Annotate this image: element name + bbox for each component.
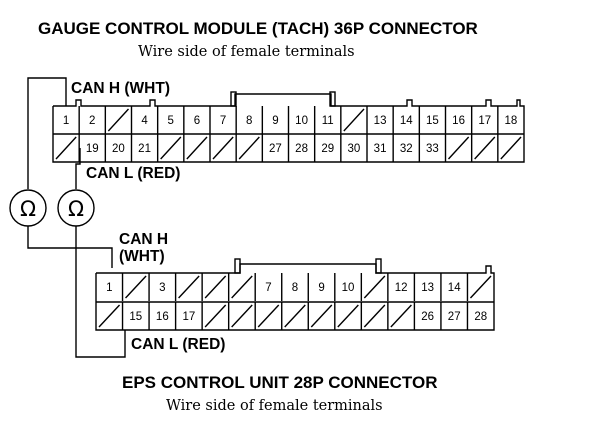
bottom-pin-7: 7 (265, 282, 271, 294)
top-pin-4: 4 (141, 115, 148, 127)
top-pin-13: 13 (374, 115, 387, 127)
top-connector-cells: 1 2 4 5 6 7 8 9 10 11 13 14 15 16 17 18 19 20 21 27 28 29 30 31… (55, 106, 522, 162)
top-pin-33: 33 (426, 143, 439, 155)
empty-cavity-slash (447, 136, 470, 160)
top-pin-14: 14 (400, 115, 413, 127)
bottom-connector-subtitle: Wire side of female terminals (166, 398, 383, 414)
top-pin-28: 28 (295, 143, 308, 155)
bottom-connector-title: EPS CONTROL UNIT 28P CONNECTOR (122, 373, 438, 392)
bottom-pin-14: 14 (448, 282, 461, 294)
empty-cavity-slash (363, 304, 386, 328)
top-pin-8: 8 (246, 115, 252, 127)
empty-cavity-slash (212, 136, 234, 160)
top-connector: 1 2 4 5 6 7 8 9 10 11 13 14 15 16 17 18 19 20 21 27 28 29 30 31… (52, 91, 525, 163)
top-pin-6: 6 (194, 115, 200, 127)
empty-cavity-slash (257, 304, 280, 328)
top-pin-29: 29 (321, 143, 334, 155)
empty-cavity-slash (310, 304, 333, 328)
empty-cavity-slash (55, 136, 77, 160)
ohmmeter-left: Ω (9, 189, 47, 227)
top-pin-11: 11 (322, 115, 334, 127)
top-pin-32: 32 (400, 143, 413, 155)
ohmmeter-icon (9, 189, 47, 227)
can-h-wire-bottom (27, 226, 113, 268)
empty-cavity-slash (160, 136, 182, 160)
bottom-pin-10: 10 (342, 282, 355, 294)
top-pin-27: 27 (269, 143, 282, 155)
wiring (27, 77, 126, 358)
empty-cavity-slash (343, 108, 365, 132)
bottom-pin-8: 8 (292, 282, 298, 294)
empty-cavity-slash (238, 136, 260, 160)
top-pin-19: 19 (86, 143, 99, 155)
ohmmeter-icon (57, 189, 95, 227)
empty-cavity-slash (107, 108, 130, 132)
top-pin-15: 15 (426, 115, 439, 127)
empty-cavity-slash (500, 136, 522, 160)
top-pin-2: 2 (89, 115, 95, 127)
empty-cavity-slash (204, 275, 227, 299)
bottom-pin-1: 1 (106, 282, 112, 294)
bottom-can-l-label: CAN L (RED) (131, 336, 225, 353)
top-connector-subtitle: Wire side of female terminals (138, 44, 355, 60)
top-pin-17: 17 (478, 115, 491, 127)
empty-cavity-slash (98, 304, 121, 328)
top-pin-9: 9 (272, 115, 278, 127)
top-pin-10: 10 (295, 115, 308, 127)
bottom-can-h-label-color: (WHT) (119, 248, 165, 265)
top-pin-18: 18 (505, 115, 518, 127)
empty-cavity-slash (231, 304, 253, 328)
top-pin-20: 20 (112, 143, 125, 155)
bottom-pin-15: 15 (129, 311, 142, 323)
top-pin-30: 30 (348, 143, 361, 155)
top-pin-7: 7 (220, 115, 226, 127)
can-l-wire-bottom (75, 226, 126, 358)
bottom-pin-3: 3 (159, 282, 165, 294)
bottom-pin-16: 16 (156, 311, 169, 323)
empty-cavity-slash (337, 304, 359, 328)
empty-cavity-slash (231, 275, 253, 299)
ohm-symbol: Ω (68, 197, 84, 221)
top-connector-title: GAUGE CONTROL MODULE (TACH) 36P CONNECTO… (38, 19, 478, 38)
empty-cavity-slash (186, 136, 208, 160)
can-h-wire (27, 77, 67, 189)
empty-cavity-slash (284, 304, 306, 328)
empty-cavity-slash (469, 275, 492, 299)
empty-cavity-slash (474, 136, 496, 160)
bottom-pin-13: 13 (421, 282, 434, 294)
top-pin-31: 31 (374, 143, 387, 155)
bottom-pin-27: 27 (448, 311, 461, 323)
bottom-pin-12: 12 (395, 282, 408, 294)
can-l-wire (75, 148, 81, 189)
bottom-pin-9: 9 (318, 282, 324, 294)
bottom-pin-17: 17 (182, 311, 195, 323)
top-pin-16: 16 (452, 115, 465, 127)
ohm-symbol: Ω (20, 197, 36, 221)
empty-cavity-slash (125, 275, 147, 299)
empty-cavity-slash (204, 304, 227, 328)
top-pin-5: 5 (168, 115, 174, 127)
empty-cavity-slash (390, 304, 412, 328)
bottom-can-h-label: CAN H (119, 231, 168, 248)
top-can-h-label: CAN H (WHT) (71, 80, 170, 97)
top-pin-1: 1 (63, 115, 69, 127)
ohmmeter-right: Ω (57, 189, 95, 227)
empty-cavity-slash (363, 275, 386, 299)
top-can-l-label: CAN L (RED) (86, 165, 180, 182)
bottom-pin-28: 28 (474, 311, 487, 323)
top-pin-21: 21 (138, 143, 151, 155)
empty-cavity-slash (178, 275, 200, 299)
bottom-pin-26: 26 (421, 311, 434, 323)
